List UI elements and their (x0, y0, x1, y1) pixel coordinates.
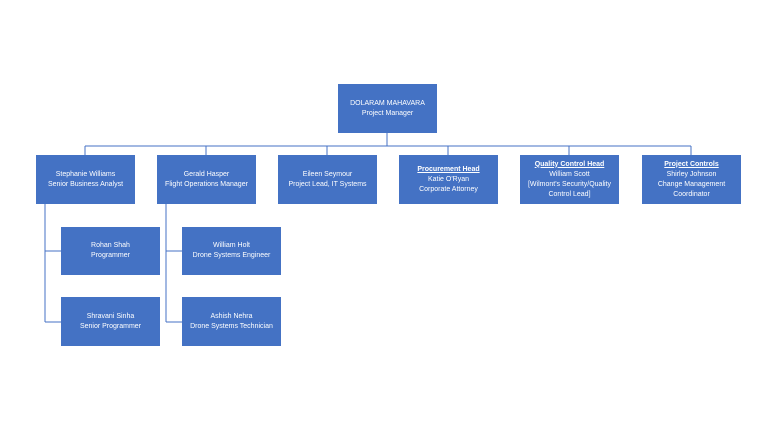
node-role: Drone Systems Engineer (192, 252, 271, 259)
node-name: William Scott (549, 170, 590, 178)
node-shravani-sinha[interactable]: Shravani Sinha Senior Programmer (61, 297, 160, 346)
node-heading: Procurement Head (417, 165, 480, 173)
node-role: Drone Systems Technician (190, 322, 273, 330)
node-stephanie-williams[interactable]: Stephanie Williams Senior Business Analy… (36, 155, 135, 204)
node-role: Corporate Attorney (419, 185, 478, 193)
node-gerald-hasper[interactable]: Gerald Hasper Flight Operations Manager (157, 155, 256, 204)
node-name: DOLARAM MAHAVARA (350, 99, 425, 107)
node-quality-control-head[interactable]: Quality Control Head William Scott [Wilm… (520, 155, 619, 204)
node-role: Senior Programmer (79, 322, 142, 330)
node-project-controls[interactable]: Project Controls Shirley Johnson Change … (642, 155, 741, 204)
node-role: Programmer (91, 252, 130, 259)
node-name: Shravani Sinha (86, 312, 135, 320)
node-heading: Project Controls (664, 160, 719, 168)
node-name: Eileen Seymour (302, 170, 353, 178)
node-role: Senior Business Analyst (47, 180, 124, 188)
node-ashish-nehra[interactable]: Ashish Nehra Drone Systems Technician (182, 297, 281, 346)
node-name: Katie O'Ryan (427, 175, 470, 183)
node-project-manager[interactable]: DOLARAM MAHAVARA Project Manager (338, 84, 437, 133)
node-rohan-shah[interactable]: Rohan Shah Programmer (61, 227, 160, 275)
node-william-holt[interactable]: William Holt Drone Systems Engineer (182, 227, 281, 275)
node-name: Rohan Shah (91, 242, 130, 249)
node-role: Project Lead, IT Systems (288, 180, 367, 188)
node-role: Change Management Coordinator (657, 180, 726, 198)
node-name: Ashish Nehra (210, 312, 253, 320)
node-name: Stephanie Williams (55, 170, 116, 178)
node-name: William Holt (213, 242, 250, 249)
node-procurement-head[interactable]: Procurement Head Katie O'Ryan Corporate … (399, 155, 498, 204)
node-heading: Quality Control Head (534, 160, 605, 168)
node-role: Project Manager (361, 109, 414, 117)
node-name: Shirley Johnson (666, 170, 717, 178)
node-name: Gerald Hasper (183, 170, 230, 178)
node-eileen-seymour[interactable]: Eileen Seymour Project Lead, IT Systems (278, 155, 377, 204)
node-role: [Wilmont's Security/Quality Control Lead… (527, 180, 612, 198)
node-role: Flight Operations Manager (165, 180, 248, 188)
